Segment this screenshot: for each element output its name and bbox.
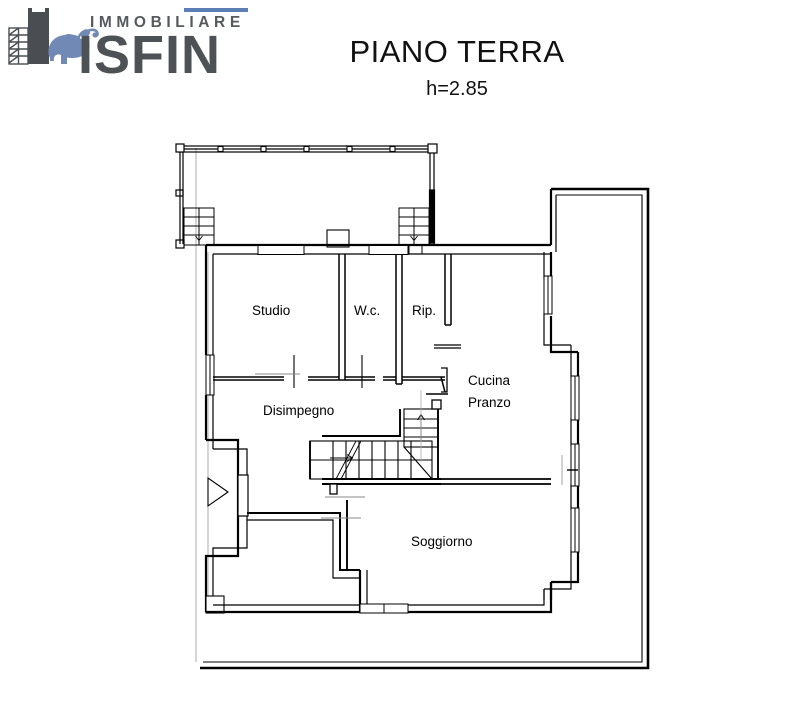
railing-posts bbox=[217, 145, 396, 153]
arrow-right bbox=[330, 454, 354, 462]
south-window bbox=[359, 603, 409, 614]
terrace-right-pier bbox=[428, 189, 436, 244]
interior-stair-up bbox=[309, 408, 439, 480]
elephant-icon bbox=[48, 28, 99, 64]
stair-newel-post bbox=[329, 483, 338, 495]
north-wall-mullion bbox=[408, 245, 423, 254]
page-header: IMMOBILIARE ISFIN PIANO TERRA h=2.85 bbox=[0, 0, 794, 115]
stair-handrail-below bbox=[441, 478, 551, 485]
west-window bbox=[205, 354, 215, 396]
logo-accent-bar bbox=[184, 8, 248, 12]
property-boundary-inner bbox=[203, 194, 643, 663]
room-label-rip: Rip. bbox=[412, 303, 437, 318]
soggiorno-partition-inner bbox=[247, 519, 360, 579]
west-wall-inner bbox=[212, 254, 248, 612]
logo-subtitle: IMMOBILIARE bbox=[90, 14, 245, 31]
roof-shaft-box bbox=[326, 229, 350, 248]
studio-south-wall bbox=[213, 376, 339, 381]
partition-wc-rip bbox=[395, 254, 403, 385]
room-label-disimpegno: Disimpegno bbox=[263, 403, 335, 418]
room-label-wc: W.c. bbox=[354, 303, 381, 318]
west-exterior-wall bbox=[204, 245, 240, 612]
north-wall-windows bbox=[257, 245, 409, 255]
company-logo: IMMOBILIARE ISFIN bbox=[6, 6, 248, 85]
room-label-soggiorno: Soggiorno bbox=[411, 534, 473, 549]
west-door-opening bbox=[237, 474, 249, 517]
boundary-light-lines bbox=[195, 148, 209, 662]
soggiorno-partition bbox=[247, 512, 360, 571]
room-label-studio: Studio bbox=[252, 303, 291, 318]
room-label-cucina: Cucina bbox=[468, 373, 511, 388]
rip-south-wall bbox=[402, 376, 446, 393]
room-label-pranzo: Pranzo bbox=[468, 395, 511, 410]
stair-stringer-walls bbox=[309, 405, 441, 485]
property-boundary-line bbox=[200, 187, 650, 670]
rip-door-opening bbox=[434, 344, 461, 393]
building-outline-icon bbox=[8, 27, 29, 65]
door-swing-triangle bbox=[207, 476, 229, 508]
stair-top-post bbox=[431, 399, 442, 410]
partition-rip-cucina bbox=[444, 254, 452, 326]
partition-studio-wc bbox=[338, 254, 346, 381]
terrace-side-walls bbox=[179, 152, 435, 244]
east-wall-inner bbox=[543, 252, 572, 600]
building-icon bbox=[28, 8, 49, 64]
terrace-corner-posts bbox=[175, 143, 438, 249]
east-windows bbox=[543, 275, 580, 553]
reference-ticks bbox=[255, 373, 365, 519]
logo-wordmark: ISFIN bbox=[78, 25, 222, 85]
exterior-stair-down-left bbox=[183, 207, 215, 246]
exterior-stair-down-right bbox=[398, 207, 430, 246]
south-wall-inner bbox=[213, 570, 545, 606]
page-title: PIANO TERRA bbox=[349, 34, 565, 69]
page-subtitle: h=2.85 bbox=[426, 78, 488, 100]
wc-south-wall bbox=[345, 376, 396, 381]
